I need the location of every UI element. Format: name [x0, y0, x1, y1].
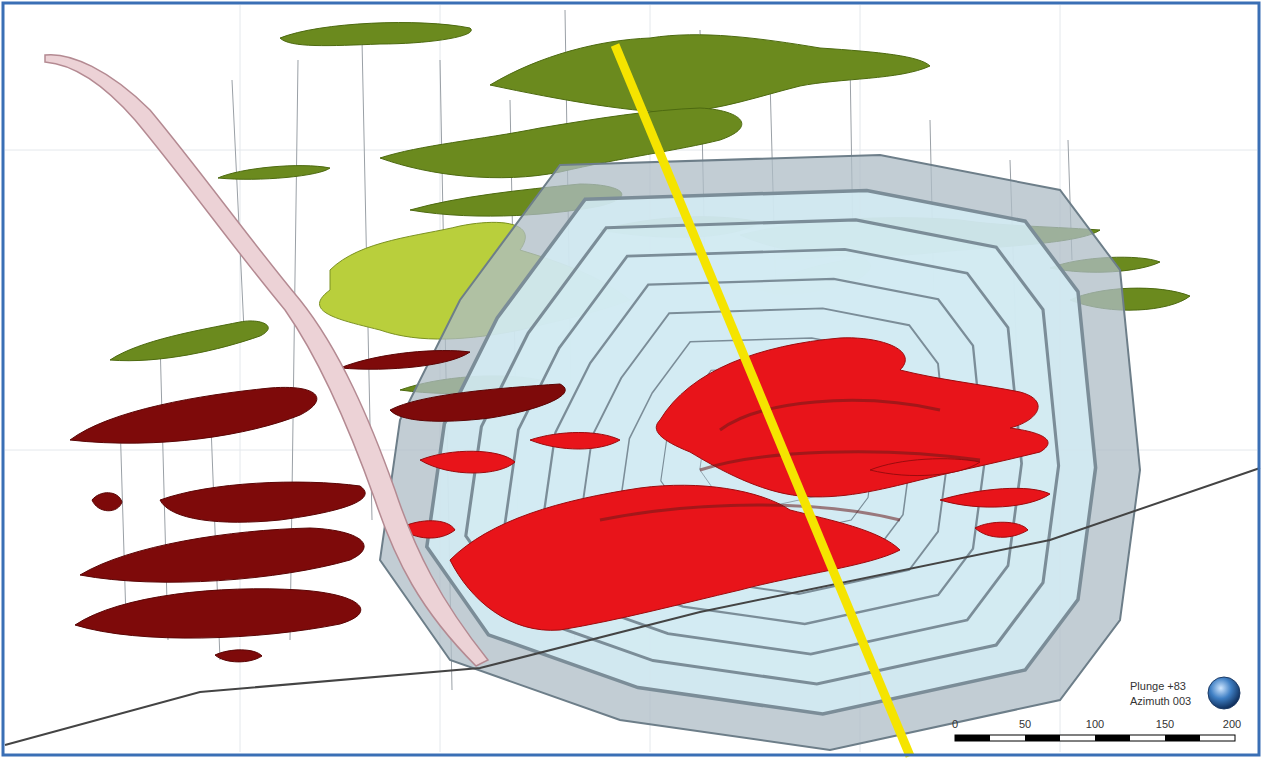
- section-line: [615, 45, 910, 756]
- topography-line: [5, 468, 1260, 745]
- drillholes: [120, 10, 1072, 690]
- frame: [3, 3, 1259, 755]
- orientation-sphere: [1208, 677, 1240, 709]
- view-azimuth: Azimuth 003: [1130, 695, 1191, 708]
- red-lenses-pit: [400, 338, 1050, 631]
- pit-shell: [380, 155, 1140, 750]
- scale-number: 150: [1156, 718, 1174, 731]
- red-lenses-outside: [70, 351, 565, 662]
- fault-plane: [45, 55, 488, 666]
- scale-number: 100: [1086, 718, 1104, 731]
- scale-number: 50: [1019, 718, 1031, 731]
- scale-bar: [955, 735, 1235, 741]
- grid: [5, 5, 1257, 752]
- scale-number: 0: [952, 718, 958, 731]
- scale-number: 200: [1223, 718, 1241, 731]
- view-plunge: Plunge +83: [1130, 680, 1186, 693]
